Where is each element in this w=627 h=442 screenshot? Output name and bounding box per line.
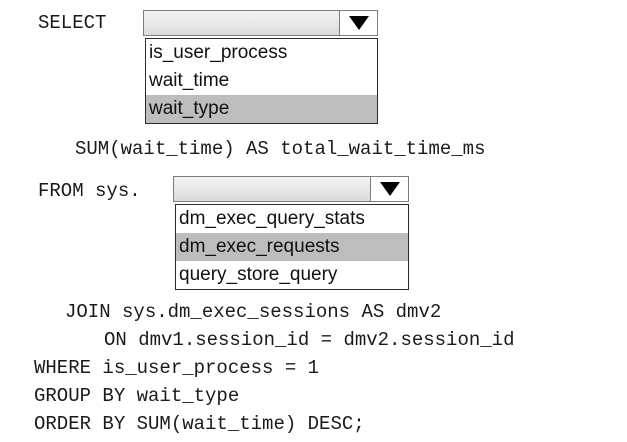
sum-line: SUM(wait_time) AS total_wait_time_ms: [75, 138, 486, 160]
from-keyword: FROM sys.: [38, 180, 141, 202]
option-dm-exec-query-stats[interactable]: dm_exec_query_stats: [179, 208, 365, 229]
join-line: JOIN sys.dm_exec_sessions AS dmv2: [65, 301, 442, 323]
option-wait-type[interactable]: wait_type: [146, 95, 377, 123]
option-is-user-process[interactable]: is_user_process: [149, 42, 288, 63]
triangle-down-icon: [349, 16, 369, 30]
column-options-list[interactable]: is_user_process wait_time wait_type: [145, 38, 378, 124]
option-dm-exec-requests[interactable]: dm_exec_requests: [176, 233, 408, 261]
triangle-down-icon: [380, 182, 400, 196]
dropdown-arrow-button[interactable]: [339, 11, 377, 35]
column-dropdown[interactable]: [143, 10, 378, 36]
select-keyword: SELECT: [38, 12, 107, 34]
dropdown-arrow-button[interactable]: [370, 177, 408, 201]
option-wait-time[interactable]: wait_time: [149, 70, 230, 91]
order-by-line: ORDER BY SUM(wait_time) DESC;: [34, 413, 365, 435]
where-line: WHERE is_user_process = 1: [34, 357, 320, 379]
dmv-dropdown[interactable]: [173, 176, 409, 202]
group-by-line: GROUP BY wait_type: [34, 385, 240, 407]
on-line: ON dmv1.session_id = dmv2.session_id: [104, 329, 515, 351]
option-query-store-query[interactable]: query_store_query: [179, 264, 338, 285]
dmv-options-list[interactable]: dm_exec_query_stats dm_exec_requests que…: [175, 204, 409, 290]
